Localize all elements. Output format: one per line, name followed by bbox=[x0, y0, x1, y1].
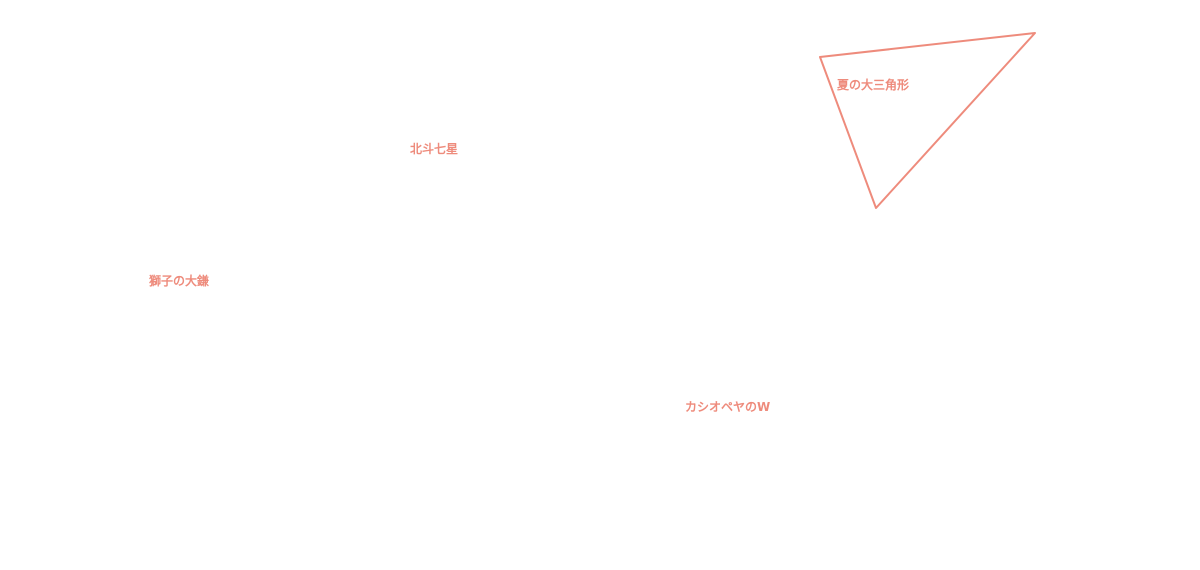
summer-triangle-outline bbox=[819, 32, 1036, 209]
leo-sickle-label: 獅子の大鎌 bbox=[149, 274, 210, 288]
summer-triangle-label: 夏の大三角形 bbox=[837, 78, 910, 92]
cassiopeia-w-label: カシオペヤのW bbox=[685, 400, 771, 414]
big-dipper-label: 北斗七星 bbox=[410, 142, 459, 156]
